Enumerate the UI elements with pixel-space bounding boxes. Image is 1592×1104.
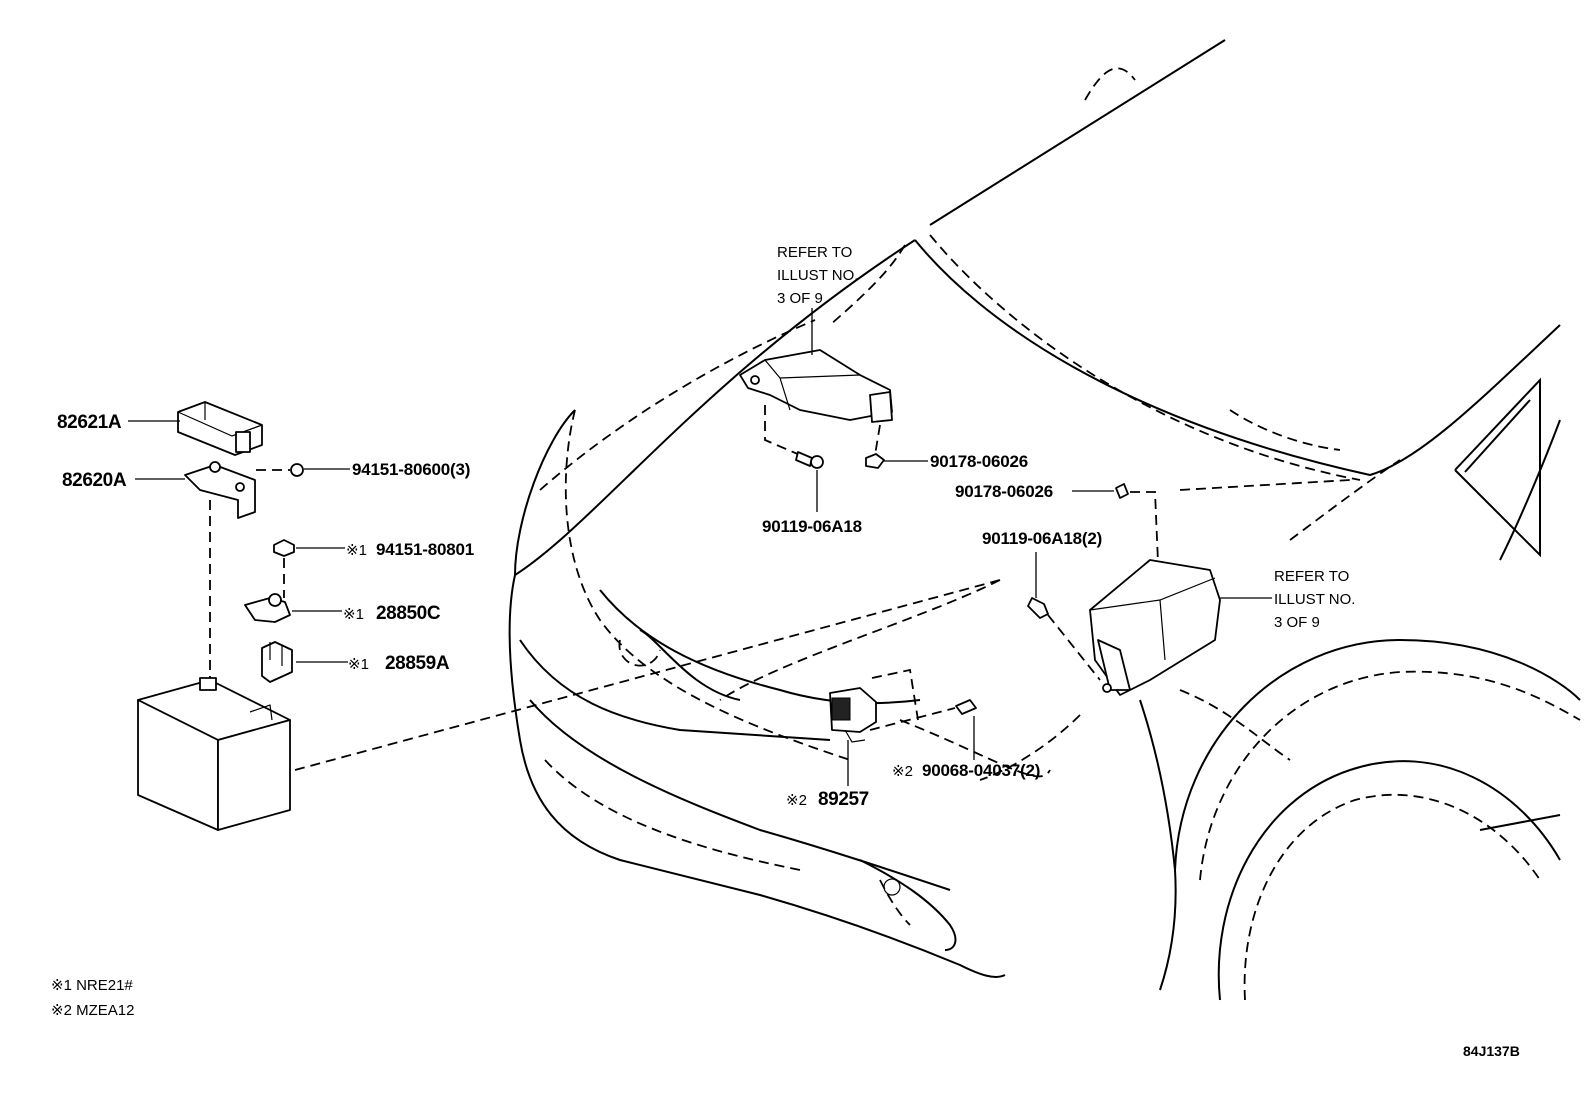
part-label-94151-80801: 94151-80801 (376, 540, 474, 559)
battery-to-bumper-dash (294, 579, 1001, 771)
part-label-90119-06A18-a: 90119-06A18 (762, 517, 862, 536)
module-nut-dash (874, 424, 881, 456)
sensor-bolt-dash (869, 707, 956, 731)
part-label-89257: 89257 (818, 789, 869, 810)
part-label-82621A: 82621A (57, 412, 122, 433)
relay-box (1089, 559, 1221, 696)
refer-note-2-line1: REFER TO (1274, 568, 1349, 585)
refer-note-2-line3: 3 OF 9 (1274, 614, 1320, 631)
part-label-90178-06026-a: 90178-06026 (930, 452, 1028, 471)
applicability-mark-89257: ※2 (786, 792, 807, 809)
refer-note-1-line2: ILLUST NO. (777, 267, 858, 284)
bolt-90119-06A18-b (1027, 597, 1049, 619)
applicability-mark-94151-80801: ※1 (346, 542, 367, 559)
battery (137, 677, 291, 831)
battery-clamp-82620A (184, 461, 256, 519)
nut-94151-80801 (273, 539, 295, 557)
part-label-28859A: 28859A (385, 653, 450, 674)
part-label-90119-06A18-b: 90119-06A18(2) (982, 529, 1102, 548)
part-label-90178-06026-b: 90178-06026 (955, 482, 1053, 501)
terminal-28859A (261, 641, 293, 683)
part-label-94151-80600: 94151-80600(3) (352, 460, 470, 479)
nut-94151-80600 (290, 463, 304, 477)
leader-lines (128, 308, 1272, 786)
bolt-90119-06A18-a (795, 451, 824, 469)
nut-90178-06026-a (865, 453, 885, 469)
applicability-mark-90068-04037: ※2 (892, 763, 913, 780)
part-label-82620A: 82620A (62, 470, 127, 491)
control-module-upper (739, 349, 893, 423)
diagram-code: 84J137B (1463, 1043, 1520, 1059)
module-bolt-dash (764, 405, 801, 456)
legend-note-2: ※2 MZEA12 (51, 1002, 134, 1019)
refer-note-1-line3: 3 OF 9 (777, 290, 823, 307)
sensor-28850C (244, 593, 291, 623)
nut-90178-06026-b (1115, 483, 1129, 499)
part-label-28850C: 28850C (376, 603, 441, 624)
sensor-dash (871, 668, 919, 721)
relay-nut-dash (1130, 491, 1159, 563)
battery-cover-82621A (177, 401, 263, 456)
applicability-mark-28850C: ※1 (343, 606, 364, 623)
bolt-90068-04037 (955, 699, 977, 715)
refer-note-1-line1: REFER TO (777, 244, 852, 261)
legend-note-1: ※1 NRE21# (51, 977, 133, 994)
part-label-90068-04037: 90068-04037(2) (922, 761, 1040, 780)
relay-bolt-dash (1047, 614, 1101, 681)
car-body-outline (508, 39, 1581, 1001)
refer-note-2-line2: ILLUST NO. (1274, 591, 1355, 608)
sensor-89257 (829, 687, 877, 743)
applicability-mark-28859A: ※1 (348, 656, 369, 673)
